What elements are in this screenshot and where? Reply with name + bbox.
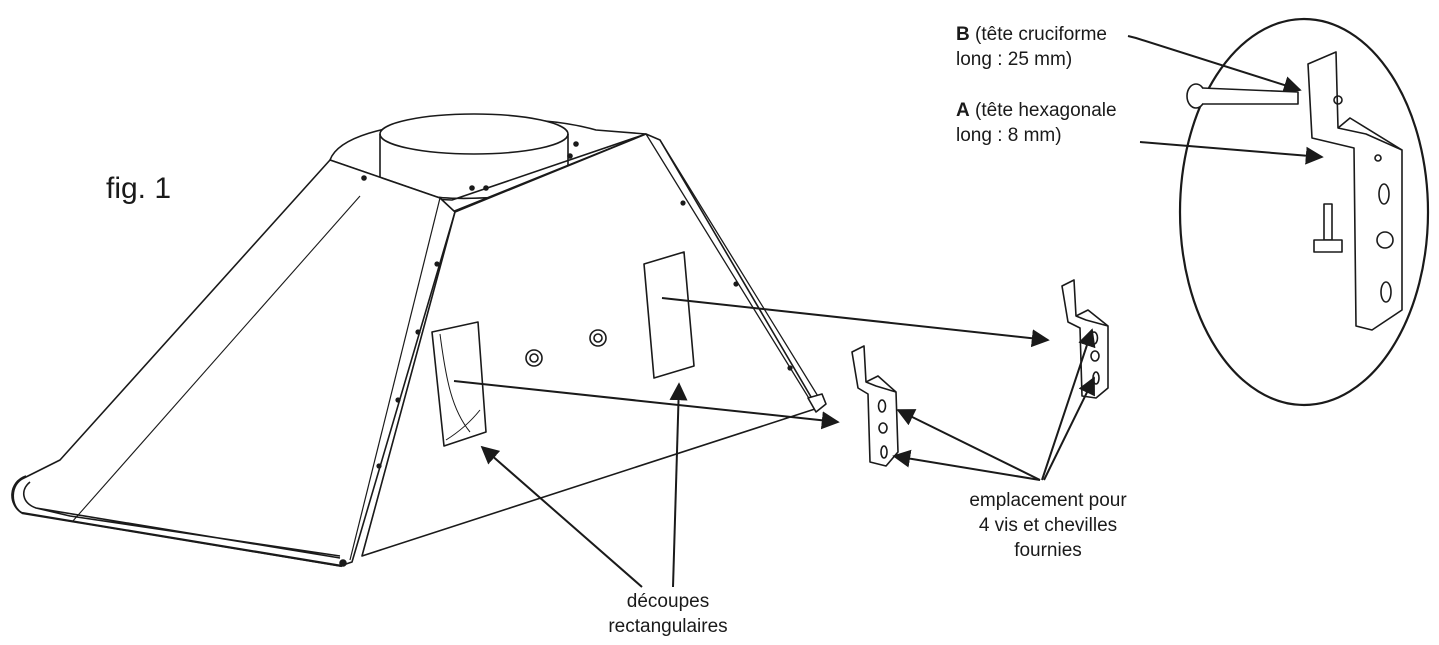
- cutouts-label: découpes rectangulaires: [579, 589, 757, 639]
- range-hood: [11, 113, 827, 568]
- cutouts-label-line-1: découpes: [626, 591, 710, 612]
- screw-b-line-2: long : 25 mm): [956, 49, 1073, 70]
- front-rim: [11, 475, 341, 559]
- detail-circle: [1178, 17, 1430, 407]
- arrows: [453, 35, 1324, 588]
- screw-a-line-1: (tête hexagonale: [975, 100, 1117, 121]
- grommet-right: [589, 329, 607, 347]
- grommet-left: [525, 349, 543, 367]
- wall-bracket-right: [1061, 279, 1109, 399]
- figure-label: fig. 1: [106, 172, 172, 205]
- screw-slots-label: emplacement pour 4 vis et chevilles four…: [918, 488, 1178, 563]
- wall-bracket-left: [851, 345, 899, 467]
- screw-b-letter: B: [956, 24, 970, 45]
- screw-b-label: B (tête cruciforme long : 25 mm): [956, 22, 1107, 72]
- left-face: [12, 159, 456, 567]
- screw-slots-label-line-3: fournies: [1014, 540, 1082, 561]
- detail-inset: [1178, 17, 1430, 407]
- screw-a-letter: A: [956, 100, 970, 121]
- rectangular-cutout-left: [431, 321, 487, 447]
- screw-slots-label-line-2: 4 vis et chevilles: [978, 515, 1118, 536]
- screw-slots-label-line-1: emplacement pour: [969, 490, 1127, 511]
- duct-collar: [329, 113, 647, 201]
- screw-a-label: A (tête hexagonale long : 8 mm): [956, 98, 1117, 148]
- rectangular-cutout-right: [643, 251, 695, 379]
- screw-b-line-1: (tête cruciforme: [975, 24, 1107, 45]
- screw-a-line-2: long : 8 mm): [956, 125, 1062, 146]
- cutouts-label-line-2: rectangulaires: [608, 616, 728, 637]
